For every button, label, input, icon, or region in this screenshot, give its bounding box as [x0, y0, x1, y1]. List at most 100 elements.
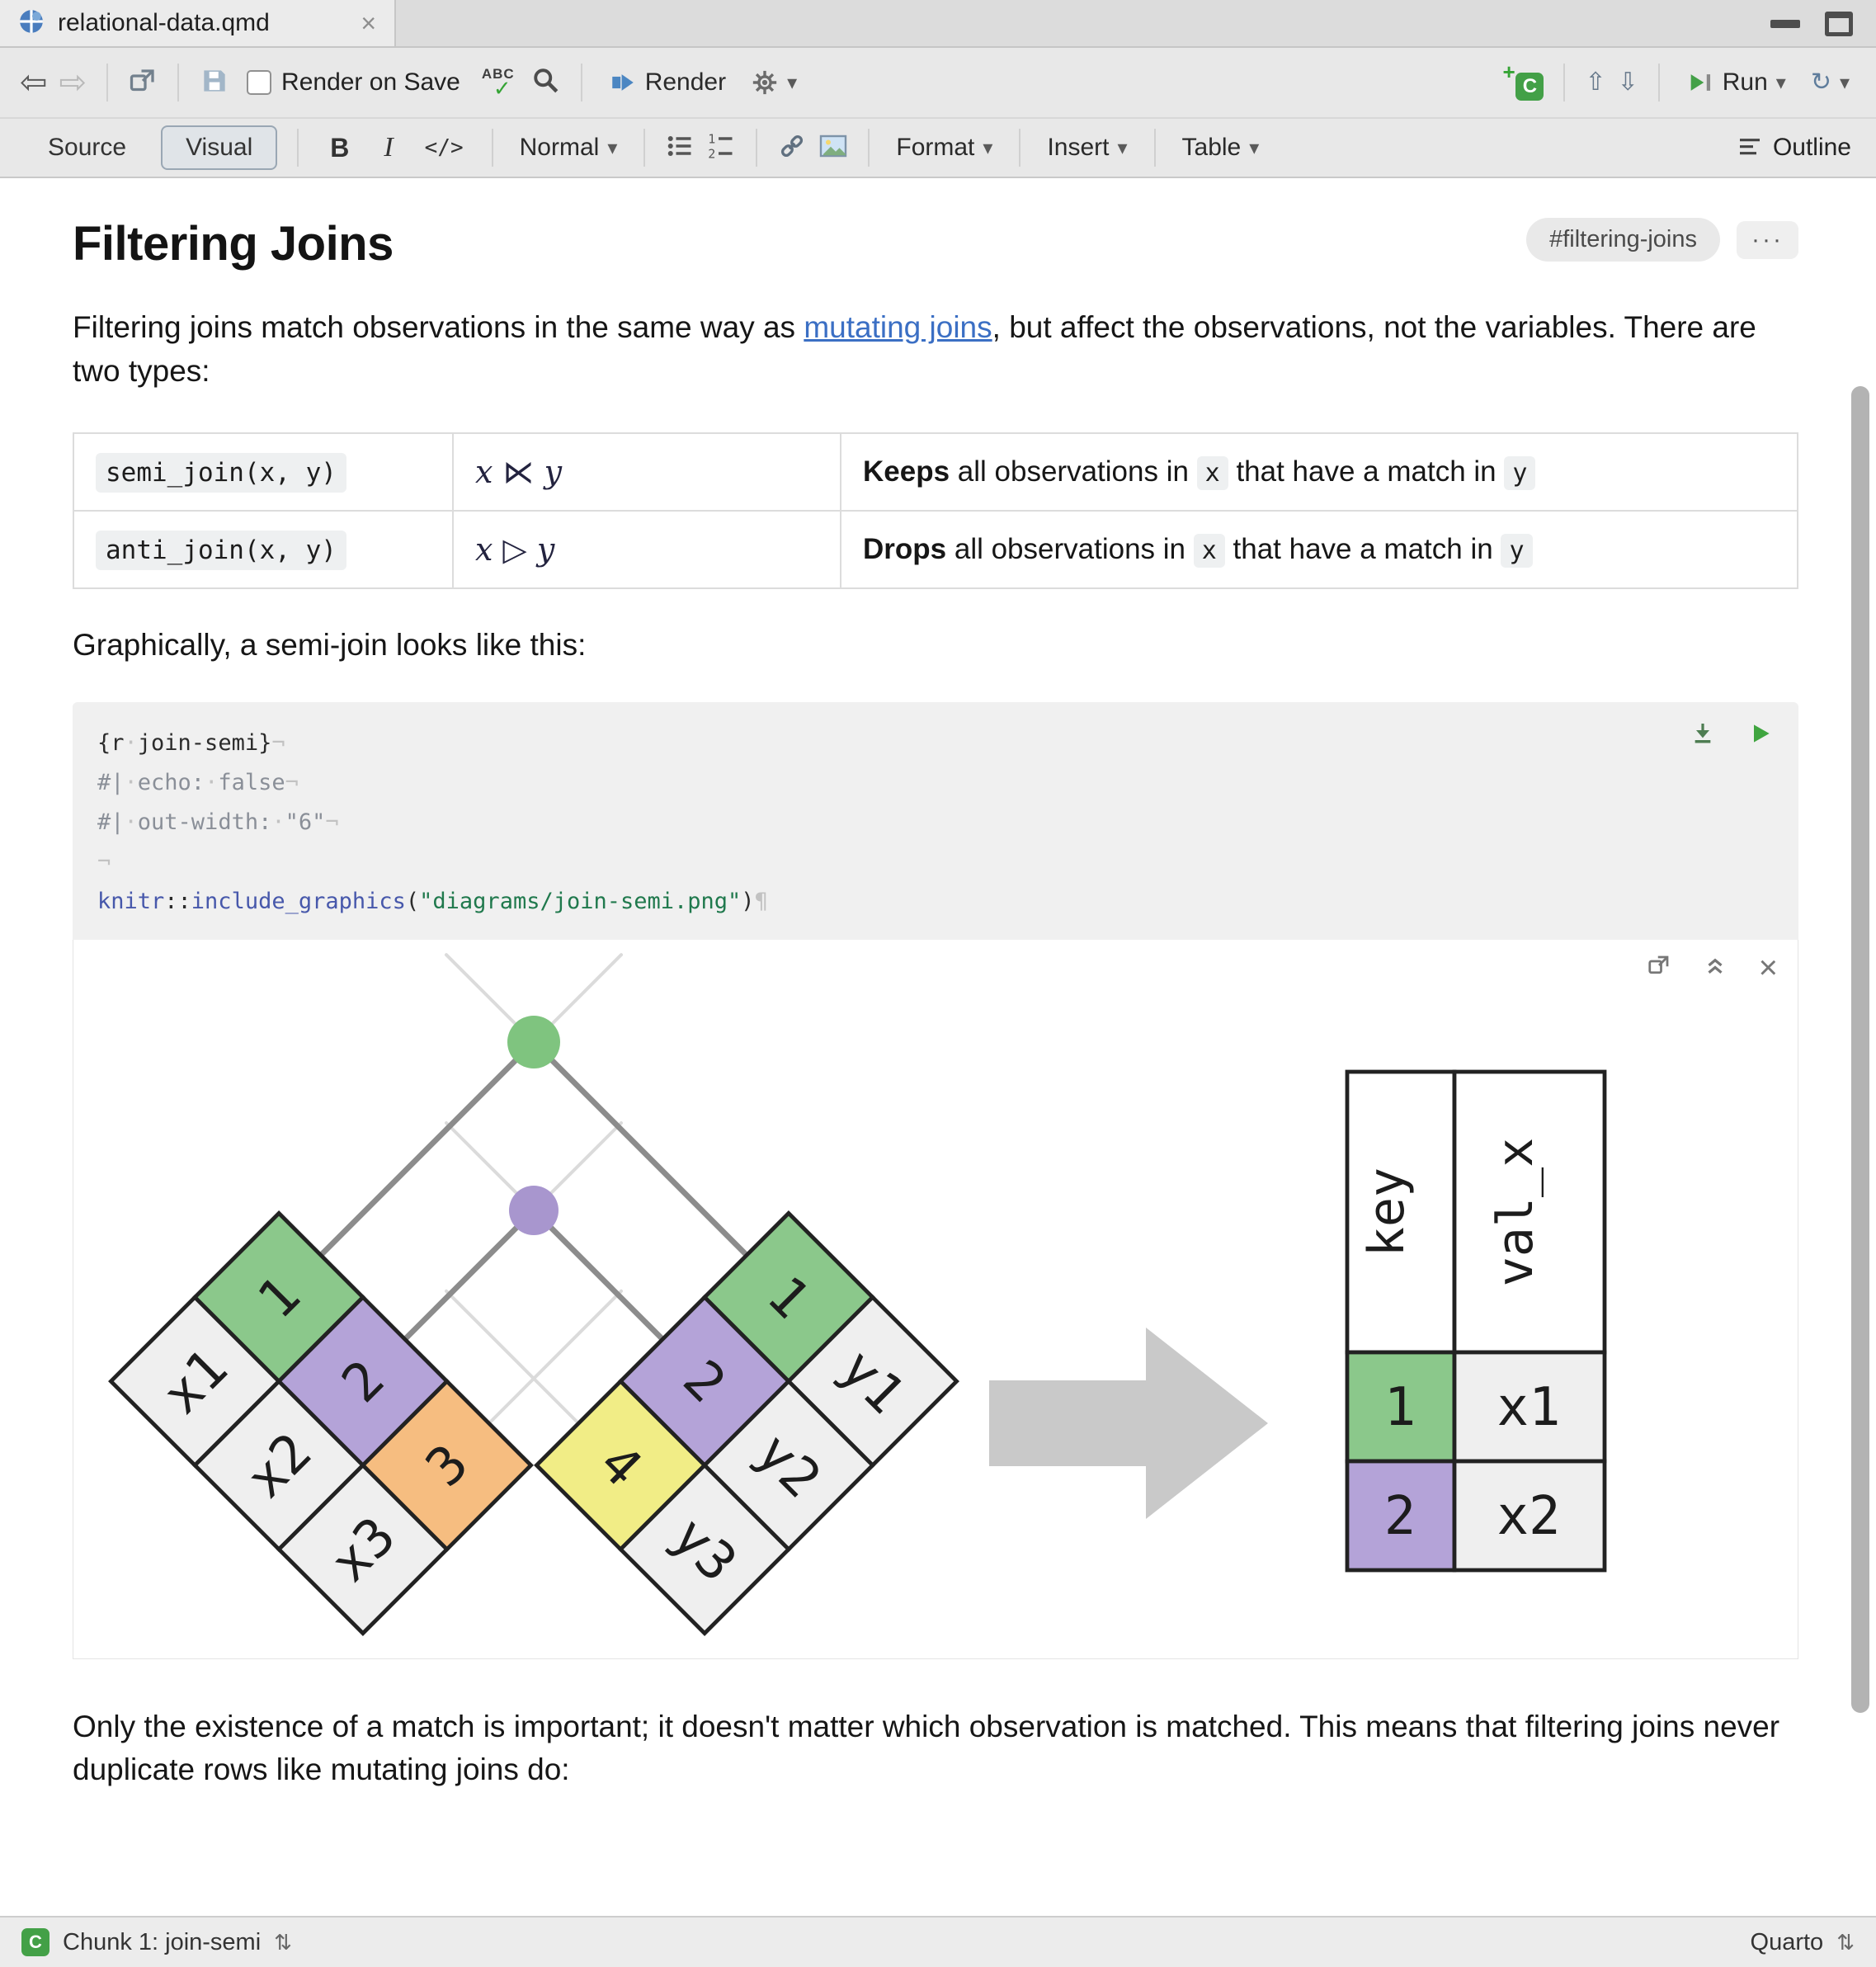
chevron-down-icon: ▾ [607, 136, 618, 159]
code-line[interactable]: {r·join-semi}¬ [97, 729, 285, 756]
render-on-save-toggle[interactable]: Render on Save [242, 68, 465, 97]
run-next-chunks-icon[interactable]: ⇩ [1617, 68, 1638, 96]
svg-text:1: 1 [1384, 1377, 1416, 1438]
minimize-button[interactable] [1770, 20, 1800, 28]
insert-chunk-button[interactable]: + C [1502, 59, 1544, 101]
table-menu[interactable]: Table ▾ [1181, 134, 1260, 161]
tab-title: relational-data.qmd [58, 9, 270, 36]
run-label: Run [1722, 68, 1768, 96]
separator [177, 64, 180, 101]
find-replace-icon[interactable] [531, 66, 561, 100]
result-arrow [989, 1327, 1268, 1519]
render-label: Render [644, 68, 727, 96]
chevron-down-icon: ▾ [787, 71, 798, 94]
mode-selector-icon[interactable]: ⇅ [1836, 1929, 1855, 1955]
section-more-button[interactable]: ··· [1737, 220, 1798, 259]
render-button[interactable]: Render [602, 64, 733, 101]
bold-button[interactable]: B [330, 132, 350, 163]
italic-button[interactable]: I [384, 132, 394, 163]
editor-pane: Filtering Joins #filtering-joins ··· Fil… [0, 178, 1876, 1916]
anti-join-math[interactable]: x ▷ y [452, 510, 841, 590]
collapse-output-icon[interactable] [1703, 953, 1728, 982]
page-title: Filtering Joins [73, 217, 394, 271]
chunk-output: × [73, 939, 1798, 1659]
code-line[interactable]: #|·echo:·false¬ [97, 769, 299, 795]
show-output-in-window-icon[interactable] [1647, 953, 1671, 982]
chevron-down-icon: ▾ [1775, 71, 1786, 94]
chevron-down-icon: ▾ [1249, 136, 1260, 159]
table-row: anti_join(x, y) x ▷ y Drops all observat… [73, 510, 1798, 590]
chevron-down-icon: ▾ [1117, 136, 1128, 159]
code-format-button[interactable]: </> [424, 135, 464, 160]
run-icon [1690, 74, 1710, 91]
table-row: semi_join(x, y) x ⋉ y Keeps all observat… [73, 432, 1798, 512]
run-all-chunks-above-icon[interactable] [1690, 720, 1716, 751]
clear-output-icon[interactable]: × [1758, 949, 1778, 986]
source-mode-button[interactable]: Source [48, 134, 127, 161]
forward-icon[interactable]: ⇨ [59, 64, 87, 101]
tab-relational-data[interactable]: relational-data.qmd × [0, 0, 396, 46]
paragraph-2: Graphically, a semi-join looks like this… [73, 628, 587, 663]
semi-join-code: semi_join(x, y) [96, 453, 346, 493]
link-icon[interactable] [777, 131, 807, 165]
render-on-save-checkbox[interactable] [247, 70, 272, 95]
image-icon[interactable] [818, 131, 848, 165]
spellcheck-icon[interactable]: ABC ✓ [481, 65, 515, 101]
save-icon[interactable] [199, 65, 230, 101]
quarto-file-icon [18, 8, 45, 39]
main-toolbar: ⇦ ⇨ Render on Save ABC ✓ Render ▾ [0, 48, 1876, 119]
separator [106, 64, 109, 101]
status-bar: C Chunk 1: join-semi ⇅ Quarto ⇅ [0, 1916, 1876, 1967]
chunk-location-label[interactable]: Chunk 1: join-semi [63, 1928, 262, 1955]
tab-close-icon[interactable]: × [361, 8, 376, 38]
separator [868, 129, 870, 167]
separator [643, 129, 646, 167]
code-line[interactable]: ¬ [97, 848, 111, 875]
document-mode-label[interactable]: Quarto [1750, 1928, 1824, 1955]
visual-mode-button[interactable]: Visual [161, 125, 278, 170]
open-in-new-window-icon[interactable] [128, 66, 158, 100]
paragraph-style-dropdown[interactable]: Normal ▾ [519, 134, 618, 161]
semi-join-math[interactable]: x ⋉ y [452, 432, 841, 512]
chevron-down-icon: ▾ [1839, 71, 1850, 94]
editor-scrollbar[interactable] [1850, 178, 1873, 1916]
mutating-joins-link[interactable]: mutating joins [804, 310, 992, 344]
maximize-button[interactable] [1825, 12, 1853, 36]
code-line[interactable]: knitr::include_graphics("diagrams/join-s… [97, 888, 768, 914]
code-line[interactable]: #|·out-width:·"6"¬ [97, 809, 339, 835]
section-anchor-badge[interactable]: #filtering-joins [1526, 218, 1721, 262]
render-on-save-label: Render on Save [281, 68, 460, 96]
match-dot-green [507, 1015, 560, 1068]
insert-menu[interactable]: Insert ▾ [1047, 134, 1128, 161]
gear-icon [752, 70, 777, 95]
separator [297, 129, 299, 167]
format-menu[interactable]: Format ▾ [896, 134, 993, 161]
visual-editor-surface[interactable]: Filtering Joins #filtering-joins ··· Fil… [0, 178, 1876, 1792]
match-dot-purple [509, 1185, 559, 1235]
run-previous-chunks-icon[interactable]: ⇧ [1585, 68, 1606, 96]
run-button[interactable]: Run ▾ [1680, 64, 1793, 101]
outline-toggle[interactable]: Outline [1737, 134, 1851, 162]
code-chunk: {r·join-semi}¬ #|·echo:·false¬ #|·out-wi… [73, 701, 1798, 1659]
chunk-selector-icon[interactable]: ⇅ [274, 1929, 292, 1955]
paragraph-3: Only the existence of a match is importa… [73, 1709, 1780, 1787]
bullet-list-icon[interactable] [665, 131, 695, 165]
rerun-icon: ↻ [1810, 68, 1831, 96]
rerun-button[interactable]: ↻ ▾ [1804, 65, 1856, 100]
chunk-code-editor[interactable]: {r·join-semi}¬ #|·echo:·false¬ #|·out-wi… [73, 701, 1798, 940]
run-current-chunk-icon[interactable] [1747, 720, 1774, 751]
svg-text:key: key [1358, 1167, 1416, 1256]
separator [1657, 64, 1660, 101]
render-options-button[interactable]: ▾ [744, 64, 804, 101]
scrollbar-thumb[interactable] [1851, 386, 1869, 1713]
svg-text:x2: x2 [1497, 1486, 1560, 1547]
back-icon[interactable]: ⇦ [20, 64, 48, 101]
separator [580, 64, 582, 101]
join-types-table[interactable]: semi_join(x, y) x ⋉ y Keeps all observat… [73, 432, 1798, 590]
svg-text:val_x: val_x [1487, 1137, 1544, 1286]
separator [756, 129, 758, 167]
diagram-table-y: 1 y1 2 y2 4 y3 [534, 1210, 959, 1636]
